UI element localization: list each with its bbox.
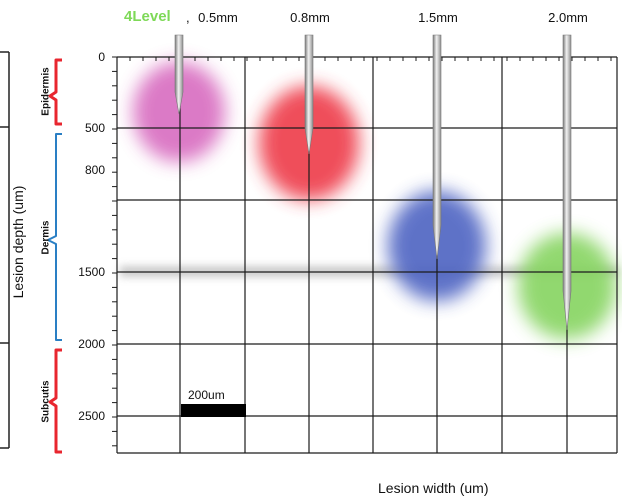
needle-label-2: 1.5mm bbox=[418, 10, 458, 25]
needle-3 bbox=[562, 34, 572, 331]
y-tick-label: 800 bbox=[84, 163, 105, 177]
needle-label-1: 0.8mm bbox=[290, 10, 330, 25]
needle-label-3: 2.0mm bbox=[548, 10, 588, 25]
needle-1 bbox=[304, 34, 314, 155]
brand-logo: 4Level bbox=[124, 8, 171, 25]
needle-2 bbox=[432, 34, 442, 260]
epidermis-bracket bbox=[48, 58, 62, 126]
layer-label-subcutis: Subcutis bbox=[40, 380, 52, 423]
dermis-bracket bbox=[47, 133, 62, 341]
y-tick-label: 2500 bbox=[78, 409, 105, 423]
layer-label-dermis: Dermis bbox=[40, 220, 52, 255]
y-tick-label: 500 bbox=[84, 121, 105, 135]
scale-bar-label: 200um bbox=[188, 388, 225, 402]
minor-ticks bbox=[112, 56, 612, 447]
needle-0 bbox=[174, 34, 184, 115]
y-tick-label: 1500 bbox=[78, 265, 105, 279]
subcutis-bracket bbox=[48, 348, 62, 454]
needle-label-0: 0.5mm bbox=[198, 10, 238, 25]
layer-label-epidermis: Epidermis bbox=[40, 67, 52, 116]
scale-bar bbox=[181, 404, 246, 417]
y-tick-label: 0 bbox=[98, 50, 105, 64]
brand-comma: , bbox=[186, 10, 190, 25]
needles bbox=[174, 34, 572, 331]
x-axis-title: Lesion width (um) bbox=[378, 480, 489, 496]
y-axis-title: Lesion depth (um) bbox=[10, 185, 26, 299]
y-tick-label: 2000 bbox=[78, 337, 105, 351]
